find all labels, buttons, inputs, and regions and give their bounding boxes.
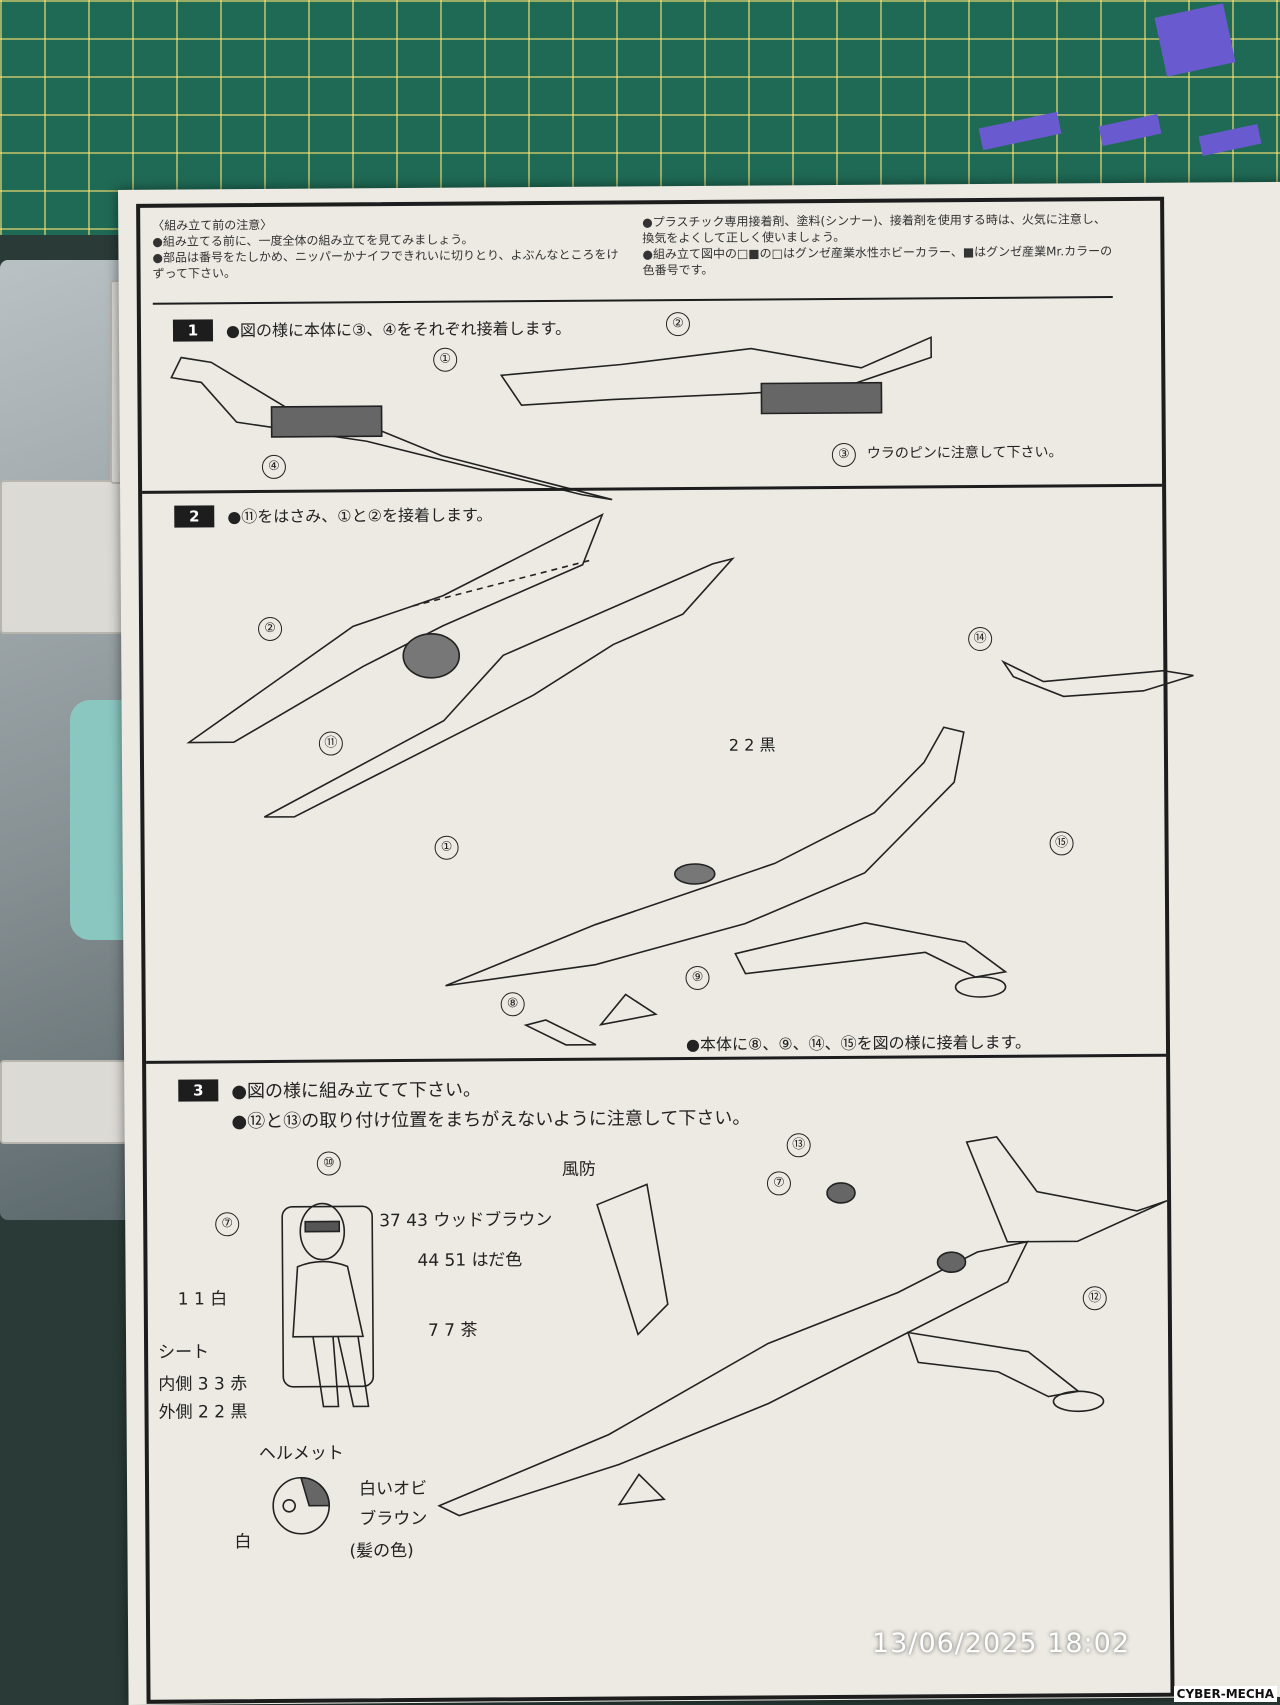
step2-diagram-upper xyxy=(186,512,735,818)
part-number: ⑨ xyxy=(685,965,710,991)
step-instruction: ●本体に⑧、⑨、⑭、⑮を図の様に接着します。 xyxy=(685,1032,1032,1055)
helmet-label: ヘルメット xyxy=(258,1443,344,1465)
helmet-brown-color: ブラウン xyxy=(359,1508,428,1530)
note-line: ●組み立て図中の□■の□はグンゼ産業水性ホビーカラー、■はグンゼ産業Mr.カラー… xyxy=(642,244,1113,278)
color-name: 白 xyxy=(210,1289,228,1310)
color-code: 1 1 xyxy=(177,1289,205,1310)
section-divider xyxy=(146,1053,1167,1064)
part-number: ③ xyxy=(831,442,856,468)
part-number: ② xyxy=(257,616,283,642)
helmet-stripe-color: 白いオビ xyxy=(359,1478,428,1500)
part-number: ① xyxy=(433,347,458,372)
part-number: ② xyxy=(665,312,691,337)
pin-caution: ウラのピンに注意して下さい。 xyxy=(866,444,1063,462)
step-badge: 3 xyxy=(178,1079,219,1102)
note-line: ●部品は番号をたしかめ、ニッパーかナイフできれいに切りとり、よぶんなところをけず… xyxy=(152,247,619,281)
seat-label: シート xyxy=(158,1342,210,1363)
precaution-notes: 〈組み立て前の注意〉 ●組み立てる前に、一度全体の組み立てを見てみましょう。 ●… xyxy=(152,211,1113,305)
sheet-frame: 〈組み立て前の注意〉 ●組み立てる前に、一度全体の組み立てを見てみましょう。 ●… xyxy=(136,196,1194,1704)
step3-aircraft xyxy=(437,1136,1168,1517)
seat-inner-color: 内側 3 3 赤 xyxy=(158,1374,248,1395)
part-number: ⑭ xyxy=(968,626,993,652)
helmet-white-color: 白 xyxy=(234,1532,252,1553)
step1-diagram xyxy=(170,336,932,501)
step2-diagram-lower xyxy=(445,659,1194,1046)
watermark: CYBER-MECHA xyxy=(1173,1686,1277,1702)
hair-color-note: (髪の色) xyxy=(349,1540,414,1562)
note-line: ●プラスチック専用接着剤、塗料(シンナー)、接着剤を使用する時は、火気に注意し、… xyxy=(642,212,1106,246)
timestamp: 13/06/2025 18:02 xyxy=(871,1628,1130,1659)
color-code: 37 43 xyxy=(379,1210,428,1232)
step-instruction: ●図の様に組み立てて下さい。 xyxy=(231,1079,482,1103)
part-number: ⑩ xyxy=(316,1151,341,1176)
part-number: ⑦ xyxy=(215,1212,240,1237)
seat-outer-color: 外側 2 2 黒 xyxy=(158,1402,248,1423)
sprue-runner xyxy=(0,1060,144,1144)
color-label: 2 2 黒 xyxy=(728,735,776,755)
part-number: ⑧ xyxy=(500,992,525,1017)
helmet-drawing xyxy=(272,1476,330,1535)
part-number: ⑪ xyxy=(318,731,343,756)
part-number: ⑮ xyxy=(1049,831,1074,856)
part-number: ④ xyxy=(261,454,287,480)
instruction-sheet: 〈組み立て前の注意〉 ●組み立てる前に、一度全体の組み立てを見てみましょう。 ●… xyxy=(118,181,1280,1705)
color-white: 1 1 白 xyxy=(178,1284,228,1309)
pilot-figure xyxy=(281,1202,375,1408)
